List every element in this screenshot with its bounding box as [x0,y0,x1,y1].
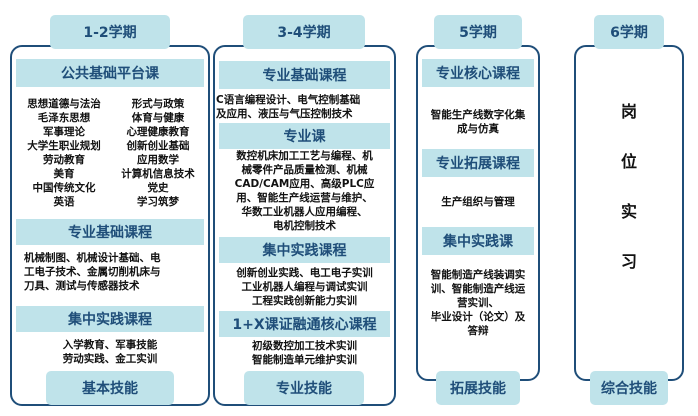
course-item: 思想道德与法治 [27,98,101,110]
course-item: 大学生职业规划 [27,140,101,152]
course-item: 党史 [147,182,169,194]
text-line: 及应用、液压与气压控制技术 [216,108,353,120]
course-item: 学习筑梦 [137,196,179,208]
skill-extension-footer: 拓展技能 [436,371,520,405]
course-item: 毛泽东思想 [37,112,91,124]
text-line: 训、智能制造产线运 [430,283,526,295]
basic-courses-text: 机械制图、机械设计基础、电 工电子技术、金属切削机床与 刀具、测试与传感器技术 [24,251,204,293]
text-line: 工程实践创新能力实训 [252,295,357,307]
text-line: 智能制造单元维护实训 [252,354,357,366]
practice-course-text-3: 智能制造产线装调实 训、智能制造产线运 营实训、 毕业设计（论文）及 答辩 [418,268,538,338]
major-extension-text: 生产组织与管理 [420,195,536,209]
course-item: 形式与政策 [131,98,185,110]
text-line: C语言编程设计、电气控制基础 [216,94,361,106]
text-line: 机械制图、机械设计基础、电 [24,252,161,264]
text-line: 初级数控加工技术实训 [252,340,357,352]
section-practice-courses-2: 集中实践课程 [219,237,390,263]
practice-courses-text: 入学教育、军事技能 劳动实践、金工实训 [16,338,204,366]
text-line: 营实训、 [457,297,499,309]
public-courses-grid: 思想道德与法治 形式与政策 毛泽东思想 体育与健康 军事理论 心理健康教育 大学… [18,97,204,209]
text-line: 生产组织与管理 [441,196,515,208]
course-item: 体育与健康 [131,112,185,124]
semester-1-2-header: 1-2学期 [50,15,170,49]
text-line: 劳动实践、金工实训 [62,353,158,365]
text-line: 成与仿真 [457,123,499,135]
course-item: 中国传统文化 [32,182,96,194]
section-public-foundation: 公共基础平台课 [16,59,204,87]
vertical-char: 位 [620,152,637,171]
text-line: 用、智能生产线运营与维护、 [236,192,373,204]
skill-basic-footer: 基本技能 [46,371,174,405]
semester-3-4-header: 3-4学期 [243,15,365,49]
section-major-extension: 专业拓展课程 [422,149,534,177]
skill-comprehensive-footer: 综合技能 [590,371,668,405]
major-basic-text: C语言编程设计、电气控制基础 及应用、液压与气压控制技术 [216,93,396,121]
text-line: 数控机床加工工艺与编程、机 [236,150,373,162]
course-item: 劳动教育 [43,154,85,166]
text-line: 创新创业实践、电工电子实训 [236,267,373,279]
section-major-basic: 专业基础课程 [219,61,390,89]
column-semester-3-4 [213,45,396,406]
text-line: 毕业设计（论文）及 [430,311,526,323]
vertical-char: 岗 [620,102,637,121]
practice-courses-text-2: 创新创业实践、电工电子实训 工业机器人编程与调试实训 工程实践创新能力实训 [216,266,393,308]
course-item: 创新创业基础 [126,140,190,152]
text-line: 工业机器人编程与调试实训 [241,281,368,293]
vertical-char: 习 [620,252,637,271]
text-line: 华数工业机器人应用编程、 [241,206,368,218]
text-line: 械零件产品质量检测、机械 [241,164,368,176]
course-item: 心理健康教育 [126,126,190,138]
text-line: 工电子技术、金属切削机床与 [24,266,161,278]
course-item: 英语 [53,196,75,208]
section-practice-course-3: 集中实践课 [422,227,534,255]
text-line: 入学教育、军事技能 [62,339,158,351]
major-courses-text: 数控机床加工工艺与编程、机 械零件产品质量检测、机械 CAD/CAM应用、高级P… [216,149,393,233]
course-item: 军事理论 [43,126,85,138]
section-1x-core: 1+X课证融通核心课程 [219,311,390,337]
text-line: CAD/CAM应用、高级PLC应 [234,178,375,190]
section-practice-courses: 集中实践课程 [16,306,204,332]
1x-core-text: 初级数控加工技术实训 智能制造单元维护实训 [216,339,393,367]
major-core-text: 智能生产线数字化集 成与仿真 [420,108,536,136]
course-item: 应用数学 [137,154,179,166]
text-line: 智能制造产线装调实 [430,269,526,281]
text-line: 刀具、测试与传感器技术 [24,280,140,292]
semester-5-header: 5学期 [434,15,522,49]
text-line: 电机控制技术 [273,220,336,232]
section-major-courses: 专业课 [219,123,390,149]
text-line: 智能生产线数字化集 [430,109,526,121]
column-semester-6 [574,45,684,381]
text-line: 答辩 [467,325,489,337]
semester-6-header: 6学期 [594,15,664,49]
internship-vertical-text: 岗 位 实 习 [574,98,684,272]
course-item: 计算机信息技术 [121,168,195,180]
section-basic-courses: 专业基础课程 [16,219,204,245]
skill-major-footer: 专业技能 [244,371,364,405]
vertical-char: 实 [620,202,637,221]
course-item: 美育 [53,168,75,180]
section-major-core: 专业核心课程 [422,59,534,87]
